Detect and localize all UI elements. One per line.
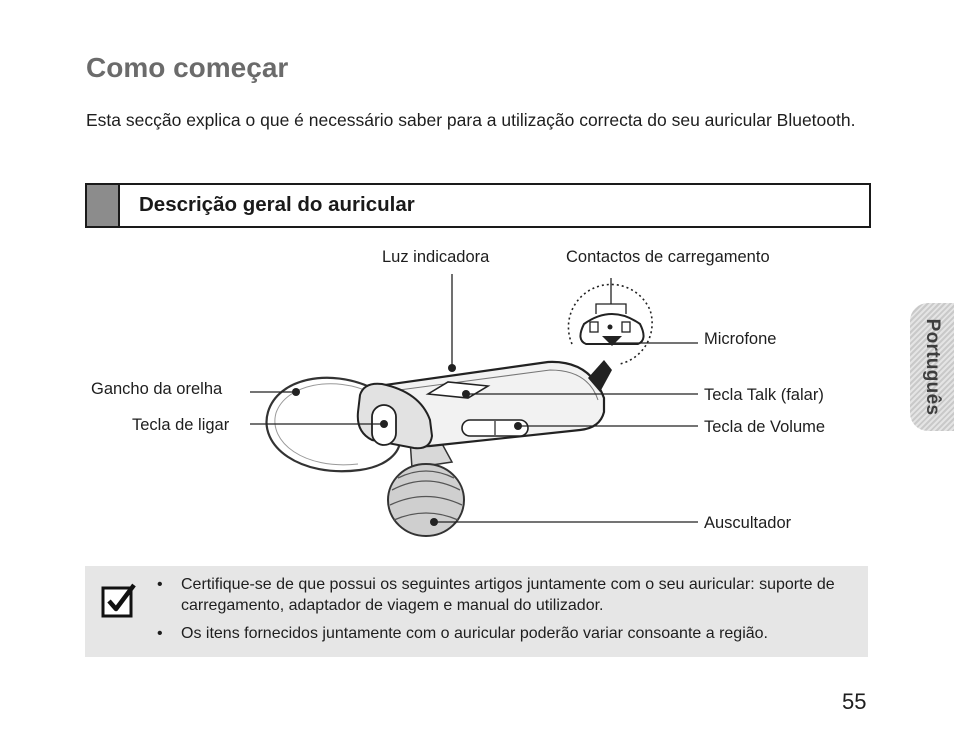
language-tab: Português — [910, 303, 954, 431]
section-marker — [87, 185, 120, 226]
callout-microfone: Microfone — [704, 330, 777, 348]
intro-paragraph: Esta secção explica o que é necessário s… — [86, 110, 856, 130]
callout-tecla-ligar: Tecla de ligar — [132, 416, 230, 434]
callout-auscultador: Auscultador — [704, 514, 792, 532]
note-item: Os itens fornecidos juntamente com o aur… — [153, 623, 865, 644]
note-item: Certifique-se de que possui os seguintes… — [153, 574, 865, 616]
earbud — [387, 463, 465, 537]
ear-hook — [265, 376, 402, 473]
callout-luz-indicadora: Luz indicadora — [382, 248, 490, 266]
section-header: Descrição geral do auricular — [85, 183, 871, 228]
note-list: Certifique-se de que possui os seguintes… — [153, 574, 865, 651]
callout-contactos: Contactos de carregamento — [566, 248, 770, 266]
language-tab-label: Português — [922, 318, 943, 416]
note-box: Certifique-se de que possui os seguintes… — [85, 566, 868, 657]
callout-tecla-talk: Tecla Talk (falar) — [704, 386, 824, 404]
callout-tecla-volume: Tecla de Volume — [704, 418, 826, 436]
callout-gancho: Gancho da orelha — [91, 380, 223, 398]
page-title: Como começar — [86, 52, 289, 83]
section-heading: Descrição geral do auricular — [139, 193, 415, 216]
page-number: 55 — [842, 689, 867, 714]
checkmark-box-icon — [101, 583, 136, 618]
contacts-zoom — [567, 283, 653, 365]
